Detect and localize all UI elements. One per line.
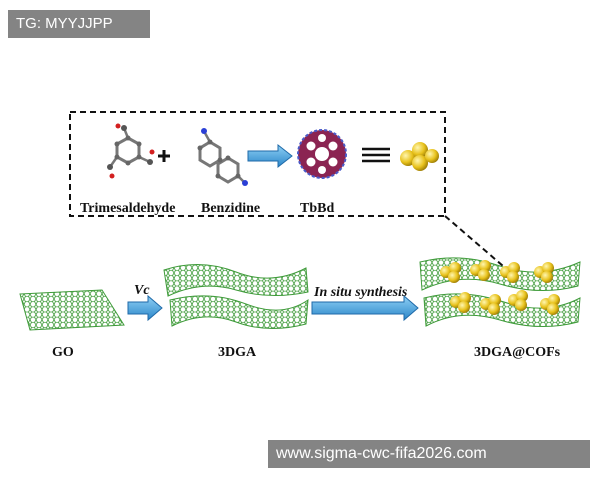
- benzidine-molecule: [197, 128, 248, 186]
- watermark-top: TG: MYYJJPP: [8, 10, 150, 38]
- plus-icon: [158, 150, 170, 162]
- label-3dga-cofs: 3DGA@COFs: [474, 345, 561, 360]
- inset-box: [69, 111, 446, 217]
- label-vc: Vc: [134, 283, 150, 298]
- reaction-arrow-icon: [247, 143, 293, 169]
- label-in-situ-synthesis: In situ synthesis: [313, 285, 408, 300]
- 3dga-cofs-composite: [419, 257, 581, 328]
- label-go: GO: [52, 345, 74, 360]
- watermark-bottom: www.sigma-cwc-fifa2026.com: [268, 440, 590, 468]
- triple-bar-icon: [362, 147, 390, 163]
- go-sheet: [19, 289, 125, 331]
- trimesaldehyde-molecule: [107, 123, 155, 179]
- leader-line: [444, 215, 511, 273]
- 3dga-aerogel: [163, 263, 309, 330]
- label-benzidine: Benzidine: [201, 201, 260, 216]
- label-3dga: 3DGA: [218, 345, 257, 360]
- label-tbbd: TbBd: [300, 201, 334, 216]
- vc-arrow-icon: [127, 294, 163, 322]
- tbbd-framework: [297, 129, 347, 179]
- synthesis-arrow-icon: [311, 294, 419, 322]
- cof-crystal-icon: [400, 142, 439, 171]
- label-trimesaldehyde: Trimesaldehyde: [80, 201, 175, 216]
